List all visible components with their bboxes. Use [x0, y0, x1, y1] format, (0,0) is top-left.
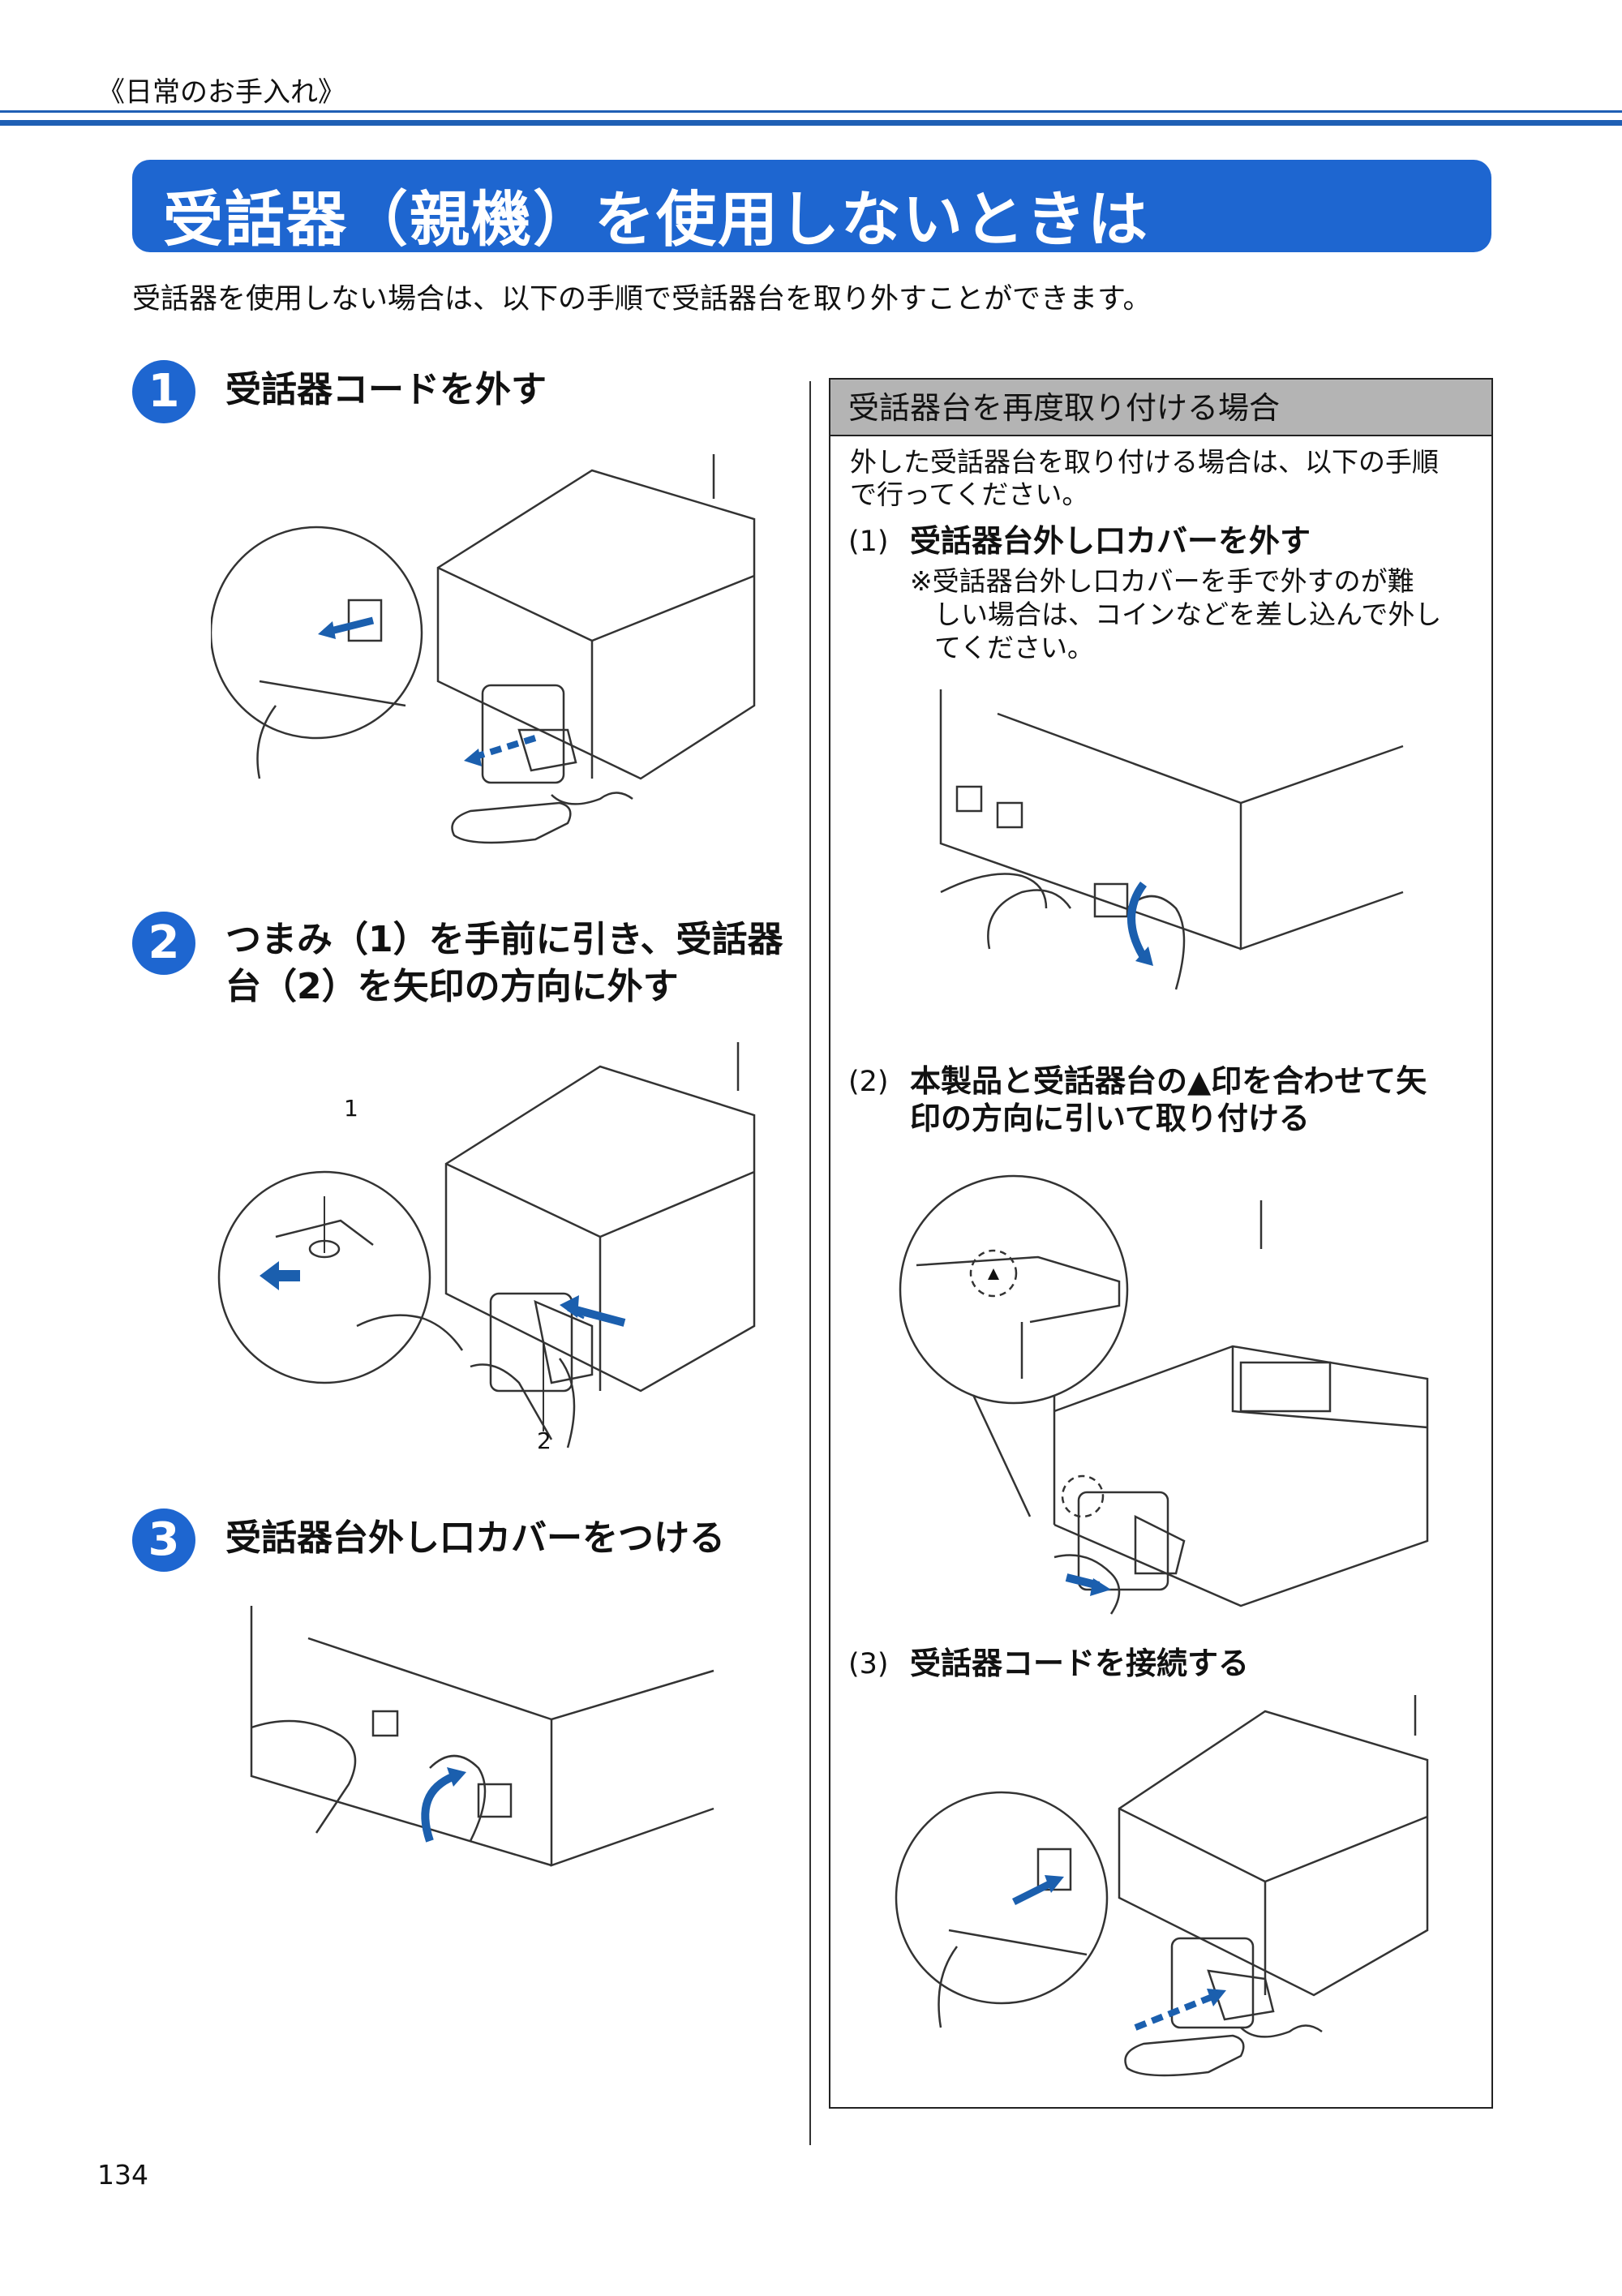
step-1-text: 受話器コードを外す: [225, 369, 547, 410]
step-1-badge: 1: [132, 360, 195, 423]
reattach-step-3-text: 受話器コードを接続する: [910, 1646, 1250, 1681]
reattach-intro-line1: 外した受話器台を取り付ける場合は、以下の手順: [850, 446, 1439, 478]
reattach-box-title: 受話器台を再度取り付ける場合: [830, 380, 1491, 436]
reattach-box: 受話器台を再度取り付ける場合: [829, 378, 1493, 2109]
step-2-text-line2: 台（2）を矢印の方向に外す: [225, 966, 679, 1007]
illustration-attach-stand: [892, 1168, 1444, 1622]
title-band: 受話器（親機）を使用しないときは: [132, 160, 1491, 255]
reattach-step-1-text: 受話器台外し口カバーを外す: [910, 523, 1311, 559]
illustration-remove-cover: [933, 681, 1419, 1014]
callout-knob: 1: [344, 1095, 358, 1122]
reattach-note-line3: てください。: [934, 632, 1095, 663]
page-title: 受話器（親機）を使用しないときは: [163, 185, 1149, 255]
page-number: 134: [97, 2159, 148, 2191]
reattach-note-line2: しい場合は、コインなどを差し込んで外し: [934, 599, 1442, 630]
illustration-unplug-cord: [211, 438, 762, 876]
illustration-attach-cover: [243, 1598, 730, 1922]
reattach-step-3-num: (3): [848, 1648, 889, 1680]
breadcrumb: 《日常のお手入れ》: [97, 76, 345, 109]
step-2-text-line1: つまみ（1）を手前に引き、受話器: [225, 919, 783, 960]
illustration-connect-cord: [892, 1687, 1444, 2092]
column-divider: [809, 381, 811, 2145]
step-3-text: 受話器台外し口カバーをつける: [225, 1517, 725, 1559]
header-rule-thick: [0, 120, 1622, 126]
reattach-intro-line2: で行ってください。: [850, 479, 1089, 510]
illustration-remove-stand: [211, 1034, 762, 1488]
reattach-step-2-line2: 印の方向に引いて取り付ける: [910, 1101, 1310, 1136]
intro-text: 受話器を使用しない場合は、以下の手順で受話器台を取り外すことができます。: [132, 283, 1152, 315]
callout-stand: 2: [537, 1427, 551, 1454]
header-rule-thin: [0, 110, 1622, 113]
reattach-step-1-num: (1): [848, 526, 889, 558]
step-2-badge: 2: [132, 912, 195, 975]
reattach-note-line1: ※受話器台外し口カバーを手で外すのが難: [910, 565, 1414, 597]
reattach-step-2-num: (2): [848, 1066, 889, 1098]
step-3-badge: 3: [132, 1508, 195, 1572]
reattach-step-2-line1: 本製品と受話器台の▲印を合わせて矢: [910, 1063, 1427, 1099]
